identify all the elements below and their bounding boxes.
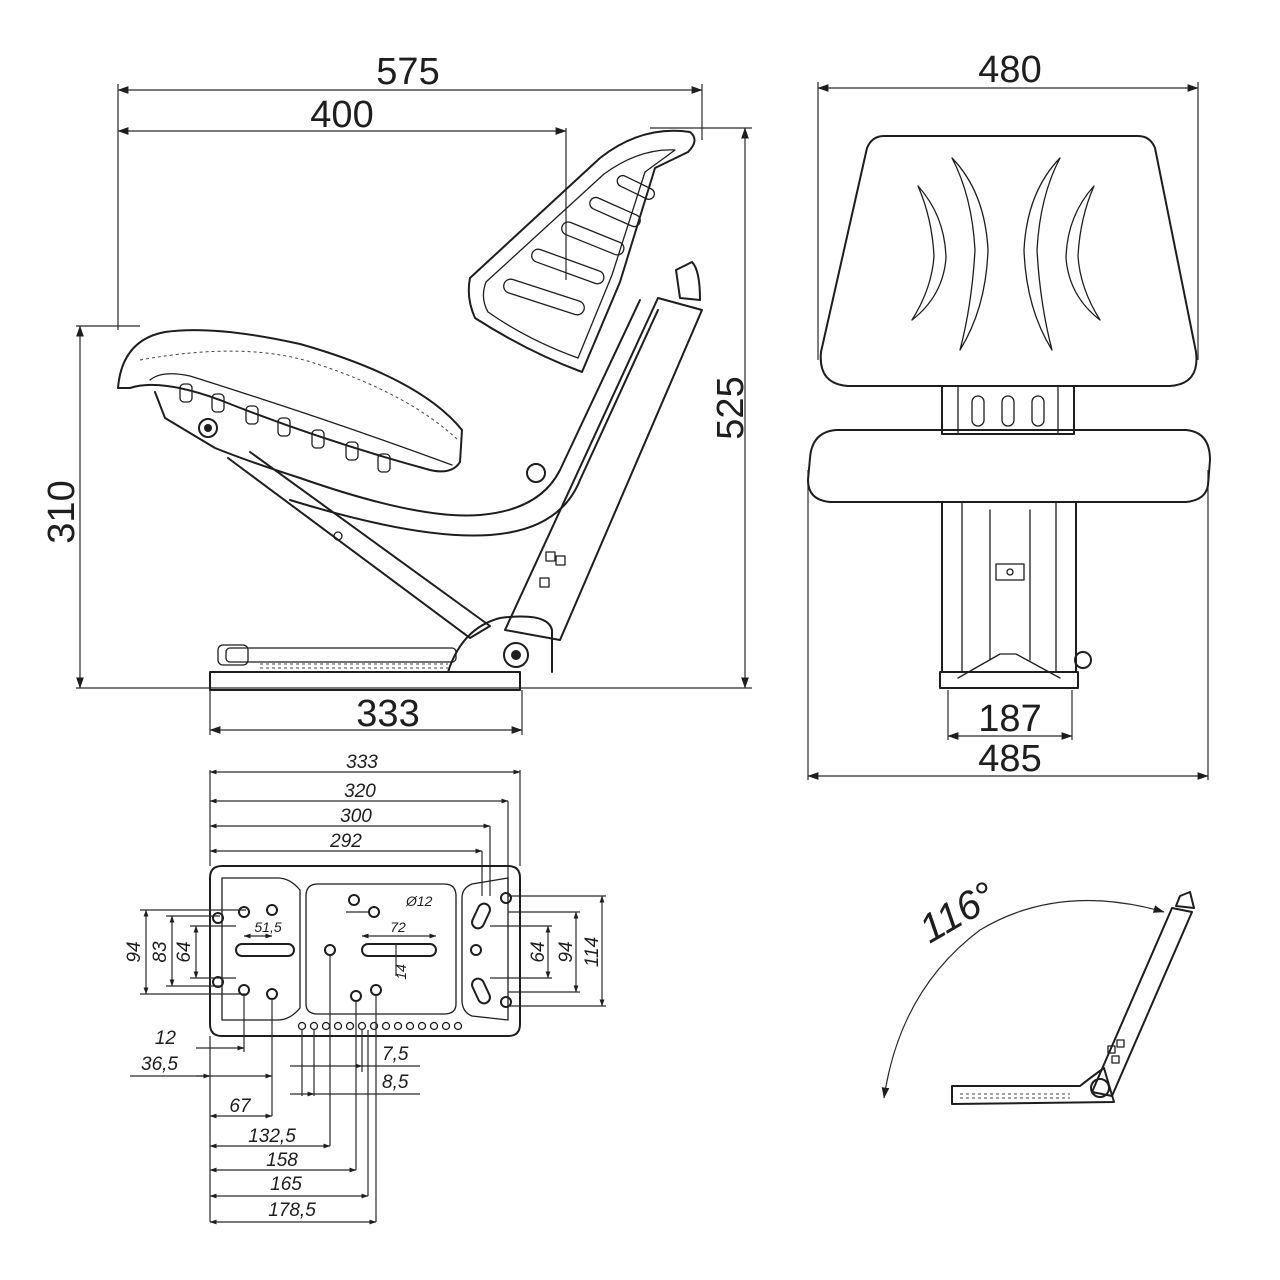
dim-485-label: 485 xyxy=(978,738,1041,780)
column-front xyxy=(941,385,1075,435)
base-plate-outline xyxy=(209,865,521,1037)
adjustment-holes xyxy=(297,1021,463,1031)
dim-8-5-label: 8,5 xyxy=(382,1072,409,1093)
dim-333-plate-label: 333 xyxy=(346,752,378,773)
dim-310-label: 310 xyxy=(41,480,83,543)
dim-575-label: 575 xyxy=(376,51,439,93)
recline-post xyxy=(1091,907,1193,1097)
dim-178-5-label: 178,5 xyxy=(268,1200,316,1221)
front-view: 480 485 187 xyxy=(807,49,1211,780)
dim-d12-label: Ø12 xyxy=(405,893,433,909)
backrest-ribs xyxy=(503,174,655,316)
suspension-arm xyxy=(227,451,491,639)
pivot-bolt xyxy=(198,418,218,438)
dim-333-side-label: 333 xyxy=(356,693,419,735)
mount-slot-left xyxy=(235,943,295,957)
dim-7-5-label: 7,5 xyxy=(382,1044,409,1065)
angle-116-label: 116° xyxy=(912,874,1003,952)
dim-300-label: 300 xyxy=(340,806,372,827)
base-plate: 333 320 300 292 xyxy=(124,752,606,1225)
dim-165-label: 165 xyxy=(270,1174,302,1195)
dim-12-label: 12 xyxy=(155,1028,177,1049)
dim-292-label: 292 xyxy=(329,831,362,852)
recline-view: 116° xyxy=(881,874,1195,1105)
seat-pan-bracket xyxy=(154,391,301,479)
dim-114-label: 114 xyxy=(582,937,603,967)
cushion-slots xyxy=(179,383,391,473)
dim-94-right-label: 94 xyxy=(556,941,577,962)
backrest-side xyxy=(467,129,696,373)
dim-51-5-label: 51,5 xyxy=(254,919,281,935)
dim-64-right-label: 64 xyxy=(528,941,549,962)
dim-400-label: 400 xyxy=(310,94,373,136)
dim-158-label: 158 xyxy=(266,1150,298,1171)
seat-frame-curve xyxy=(299,299,641,517)
dim-72-label: 72 xyxy=(390,919,406,935)
dim-94-left-label: 94 xyxy=(124,941,145,962)
dim-67-label: 67 xyxy=(229,1096,252,1117)
dim-36-5-label: 36,5 xyxy=(141,1054,178,1075)
mount-slot-center xyxy=(361,943,437,957)
suspension-front xyxy=(939,501,1092,689)
recline-base xyxy=(951,1067,1115,1105)
dim-64-left-label: 64 xyxy=(174,941,195,962)
side-view: 575 400 525 310 333 xyxy=(41,51,752,735)
dim-187-label: 187 xyxy=(978,698,1041,740)
dim-525-label: 525 xyxy=(710,376,752,439)
seat-cushion-front xyxy=(807,429,1211,503)
backrest-front xyxy=(819,135,1198,387)
seat-cushion-side xyxy=(117,329,463,473)
dim-132-5-label: 132,5 xyxy=(248,1126,296,1147)
mount-holes xyxy=(212,892,512,1008)
dim-480-label: 480 xyxy=(978,49,1041,91)
dim-14-label: 14 xyxy=(393,964,409,980)
dim-83-label: 83 xyxy=(150,941,171,963)
upright-post xyxy=(504,261,703,641)
base-rail-side xyxy=(209,615,553,691)
dim-320-label: 320 xyxy=(344,781,376,802)
angle-arc xyxy=(881,899,1165,1099)
